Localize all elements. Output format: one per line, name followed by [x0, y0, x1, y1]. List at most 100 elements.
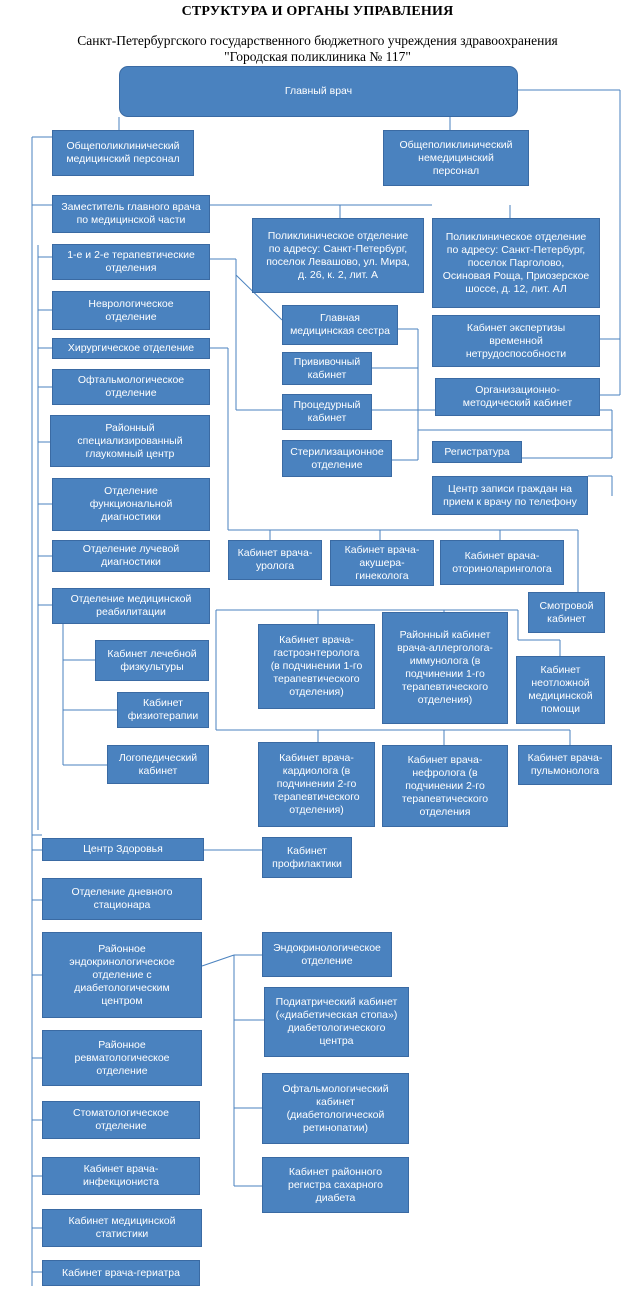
- chief-nurse-box: Главная медицинская сестра: [282, 305, 398, 345]
- nephro-box: Кабинет врача- нефролога (в подчинении 2…: [382, 745, 508, 827]
- branch-pargolovo-label: Поликлиническое отделение по адресу: Сан…: [442, 230, 590, 295]
- call-center-label: Центр записи граждан на прием к врачу по…: [443, 482, 577, 508]
- radiology-box: Отделение лучевой диагностики: [52, 540, 210, 572]
- physio-box: Кабинет физиотерапии: [117, 692, 209, 728]
- branch-levashovo-label: Поликлиническое отделение по адресу: Сан…: [266, 229, 410, 281]
- podiatry-box: Подиатрический кабинет («диабетическая с…: [264, 987, 409, 1057]
- geriatric-label: Кабинет врача-гериатра: [62, 1266, 180, 1279]
- endo-district-label: Районное эндокринологическое отделение с…: [69, 942, 175, 1007]
- health-center-label: Центр Здоровья: [83, 843, 163, 855]
- registry-label: Регистратура: [444, 445, 510, 458]
- prevention-box: Кабинет профилактики: [262, 837, 352, 878]
- rheum-box: Районное ревматологическое отделение: [42, 1030, 202, 1086]
- surgery-box: Хирургическое отделение: [52, 338, 210, 359]
- therapy-box: 1-е и 2-е терапевтические отделения: [52, 244, 210, 280]
- exercise-label: Кабинет лечебной физкультуры: [107, 647, 197, 673]
- podiatry-label: Подиатрический кабинет («диабетическая с…: [275, 996, 398, 1047]
- branch-pargolovo-box: Поликлиническое отделение по адресу: Сан…: [432, 218, 600, 308]
- subtitle-line-1: Санкт-Петербургского государственного бю…: [77, 33, 558, 48]
- cardio-box: Кабинет врача- кардиолога (в подчинении …: [258, 742, 375, 827]
- endo-box: Эндокринологическое отделение: [262, 932, 392, 977]
- speech-label: Логопедический кабинет: [118, 751, 198, 777]
- emergency-label: Кабинет неотложной медицинской помощи: [528, 664, 593, 715]
- registry-box: Регистратура: [432, 441, 522, 463]
- rheum-label: Районное ревматологическое отделение: [74, 1038, 170, 1077]
- stats-label: Кабинет медицинской статистики: [68, 1215, 176, 1240]
- allergy-label: Районный кабинет врача-аллерголога- имму…: [397, 629, 493, 706]
- medical-staff-label: Общеполиклинический медицинский персонал: [66, 140, 180, 165]
- prevention-label: Кабинет профилактики: [272, 844, 342, 870]
- nephro-label: Кабинет врача- нефролога (в подчинении 2…: [401, 753, 489, 818]
- page-title: СТРУКТУРА И ОРГАНЫ УПРАВЛЕНИЯ: [181, 4, 454, 19]
- diab-registry-box: Кабинет районного регистра сахарного диа…: [262, 1157, 409, 1213]
- org-method-label: Организационно- методический кабинет: [462, 384, 573, 409]
- exam-label: Смотровой кабинет: [539, 599, 594, 625]
- pulmo-box: Кабинет врача- пульмонолога: [518, 745, 612, 785]
- day-hospital-label: Отделение дневного стационара: [71, 886, 173, 911]
- subtitle-line-2: "Городская поликлиника № 117": [224, 49, 411, 64]
- infect-box: Кабинет врача- инфекциониста: [42, 1157, 200, 1195]
- infect-label: Кабинет врача- инфекциониста: [83, 1163, 159, 1188]
- sterilization-label: Стерилизационное отделение: [290, 445, 384, 471]
- exercise-box: Кабинет лечебной физкультуры: [95, 640, 209, 681]
- procedure-label: Процедурный кабинет: [293, 399, 361, 424]
- eye-diab-box: Офтальмологический кабинет (диабетологич…: [262, 1073, 409, 1144]
- vaccination-label: Прививочный кабинет: [293, 355, 361, 381]
- chief-nurse-label: Главная медицинская сестра: [290, 312, 390, 337]
- radiology-label: Отделение лучевой диагностики: [82, 543, 180, 568]
- geriatric-box: Кабинет врача-гериатра: [42, 1260, 200, 1286]
- glaucoma-label: Районный специализированный глаукомный ц…: [77, 421, 183, 460]
- physio-label: Кабинет физиотерапии: [127, 697, 199, 722]
- nonmedical-staff-label: Общеполиклинический немедицинский персон…: [399, 138, 513, 177]
- urology-box: Кабинет врача- уролога: [228, 540, 322, 580]
- rehab-label: Отделение медицинской реабилитации: [70, 593, 192, 618]
- functional-label: Отделение функциональной диагностики: [89, 485, 173, 523]
- page-subtitle: Санкт-Петербургского государственного бю…: [0, 33, 635, 65]
- endo-label: Эндокринологическое отделение: [273, 941, 381, 967]
- exam-box: Смотровой кабинет: [528, 592, 605, 633]
- functional-box: Отделение функциональной диагностики: [52, 478, 210, 531]
- nonmedical-staff-box: Общеполиклинический немедицинский персон…: [383, 130, 529, 186]
- sterilization-box: Стерилизационное отделение: [282, 440, 392, 477]
- glaucoma-box: Районный специализированный глаукомный ц…: [50, 415, 210, 467]
- chief-physician-label: Главный врач: [284, 85, 353, 97]
- chief-physician-box: Главный врач: [119, 66, 518, 117]
- gastro-label: Кабинет врача- гастроэнтеролога (в подчи…: [270, 634, 363, 698]
- ent-box: Кабинет врача- оториноларинголога: [440, 540, 564, 585]
- surgery-label: Хирургическое отделение: [67, 342, 195, 354]
- diab-registry-label: Кабинет районного регистра сахарного диа…: [287, 1165, 383, 1204]
- ent-label: Кабинет врача- оториноларинголога: [452, 549, 552, 575]
- gastro-box: Кабинет врача- гастроэнтеролога (в подчи…: [258, 624, 375, 709]
- expertise-label: Кабинет экспертизы временной нетрудоспос…: [465, 321, 567, 360]
- call-center-box: Центр записи граждан на прием к врачу по…: [432, 476, 588, 515]
- deputy-box: Заместитель главного врача по медицинско…: [52, 195, 210, 233]
- deputy-label: Заместитель главного врача по медицинско…: [61, 201, 201, 226]
- urology-label: Кабинет врача- уролога: [237, 547, 313, 572]
- neurology-box: Неврологическое отделение: [52, 291, 210, 330]
- procedure-box: Процедурный кабинет: [282, 394, 372, 430]
- allergy-box: Районный кабинет врача-аллерголога- имму…: [382, 612, 508, 724]
- dental-box: Стоматологическое отделение: [42, 1101, 200, 1139]
- pulmo-label: Кабинет врача- пульмонолога: [527, 752, 603, 777]
- medical-staff-box: Общеполиклинический медицинский персонал: [52, 130, 194, 176]
- dental-label: Стоматологическое отделение: [73, 1107, 169, 1132]
- day-hospital-box: Отделение дневного стационара: [42, 878, 202, 920]
- speech-box: Логопедический кабинет: [107, 745, 209, 784]
- emergency-box: Кабинет неотложной медицинской помощи: [516, 656, 605, 724]
- stats-box: Кабинет медицинской статистики: [42, 1209, 202, 1247]
- health-center-box: Центр Здоровья: [42, 838, 204, 861]
- org-method-box: Организационно- методический кабинет: [435, 378, 600, 416]
- neurology-label: Неврологическое отделение: [88, 297, 174, 323]
- therapy-label: 1-е и 2-е терапевтические отделения: [67, 249, 195, 274]
- rehab-box: Отделение медицинской реабилитации: [52, 588, 210, 624]
- gynecology-label: Кабинет врача- акушера- гинеколога: [344, 543, 420, 582]
- gynecology-box: Кабинет врача- акушера- гинеколога: [330, 540, 434, 586]
- branch-levashovo-box: Поликлиническое отделение по адресу: Сан…: [252, 218, 424, 293]
- eye-diab-label: Офтальмологический кабинет (диабетологич…: [282, 1082, 389, 1134]
- ophthalmology-label: Офтальмологическое отделение: [77, 374, 185, 399]
- cardio-label: Кабинет врача- кардиолога (в подчинении …: [273, 752, 360, 816]
- endo-district-box: Районное эндокринологическое отделение с…: [42, 932, 202, 1018]
- vaccination-box: Прививочный кабинет: [282, 352, 372, 385]
- ophthalmology-box: Офтальмологическое отделение: [52, 369, 210, 405]
